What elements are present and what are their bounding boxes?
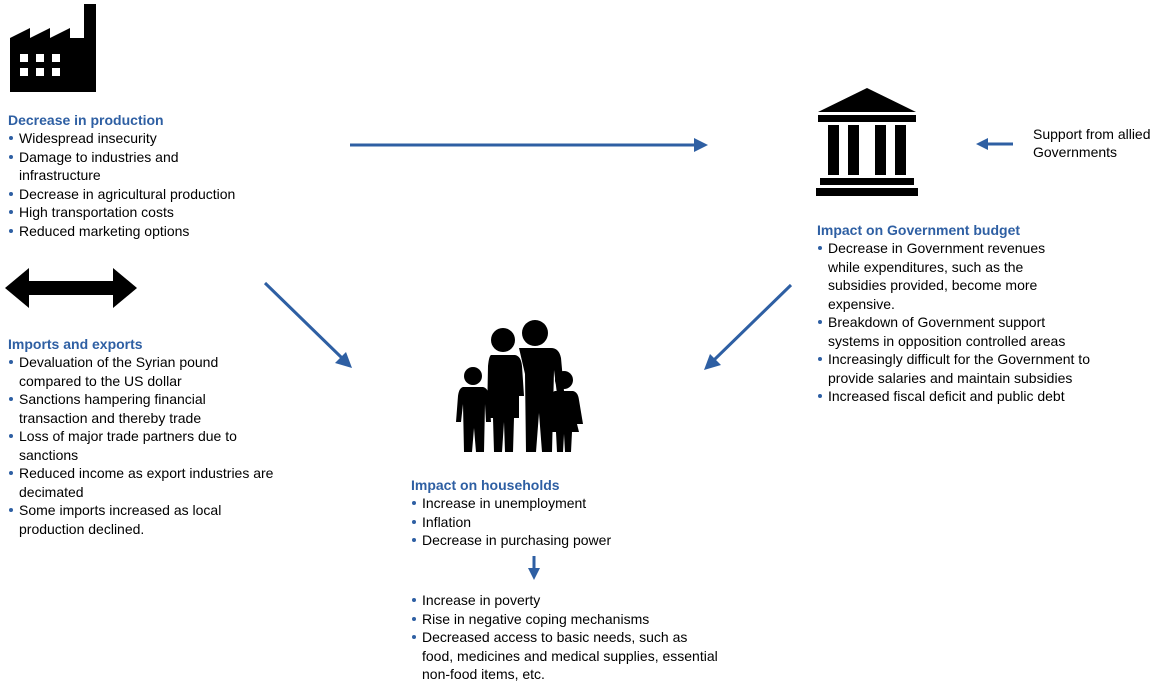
allied-support-text: Support from allied Governments (1033, 126, 1151, 160)
production-block: Decrease in production Widespread insecu… (8, 111, 288, 240)
list-item: Reduced income as export industries are … (8, 464, 294, 501)
households-block: Impact on households Increase in unemplo… (411, 476, 721, 550)
consequences-list: Increase in poverty Rise in negative cop… (411, 591, 721, 684)
list-item: Increase in unemployment (411, 494, 721, 513)
households-to-consequences-arrow (528, 556, 540, 580)
consequences-block: Increase in poverty Rise in negative cop… (411, 591, 721, 684)
allied-support-arrow (976, 138, 1013, 150)
list-item: Decreased access to basic needs, such as… (411, 628, 720, 684)
production-list: Widespread insecurity Damage to industri… (8, 129, 288, 240)
list-item: Decrease in purchasing power (411, 531, 721, 550)
production-to-households-arrow (263, 281, 352, 368)
trade-heading: Imports and exports (8, 336, 143, 352)
list-item: Reduced marketing options (8, 222, 288, 241)
factory-icon (10, 4, 96, 92)
trade-list: Devaluation of the Syrian pound compared… (8, 353, 288, 538)
list-item: Decrease in agricultural production (8, 185, 288, 204)
production-to-government-arrow (350, 138, 708, 152)
production-heading: Decrease in production (8, 112, 164, 128)
list-item: Sanctions hampering financial transactio… (8, 390, 254, 427)
government-list: Decrease in Government revenues while ex… (817, 239, 1107, 406)
list-item: Breakdown of Government support systems … (817, 313, 1073, 350)
list-item: Widespread insecurity (8, 129, 288, 148)
list-item: Damage to industries and infrastructure (8, 148, 194, 185)
government-block: Impact on Government budget Decrease in … (817, 221, 1107, 406)
households-heading: Impact on households (411, 477, 560, 493)
list-item: Some imports increased as local producti… (8, 501, 269, 538)
households-list: Increase in unemployment Inflation Decre… (411, 494, 721, 550)
government-building-icon (816, 88, 918, 196)
list-item: Increasingly difficult for the Governmen… (817, 350, 1090, 387)
list-item: Increased fiscal deficit and public debt (817, 387, 1068, 406)
government-heading: Impact on Government budget (817, 222, 1021, 238)
list-item: Rise in negative coping mechanisms (411, 610, 721, 629)
list-item: Inflation (411, 513, 721, 532)
list-item: Decrease in Government revenues while ex… (817, 239, 1078, 313)
trade-block: Imports and exports Devaluation of the S… (8, 335, 288, 538)
double-headed-arrow-icon (5, 268, 137, 308)
list-item: Devaluation of the Syrian pound compared… (8, 353, 269, 390)
family-icon (456, 320, 583, 452)
list-item: Loss of major trade partners due to sanc… (8, 427, 289, 464)
list-item: High transportation costs (8, 203, 288, 222)
government-to-households-arrow (704, 283, 793, 370)
list-item: Increase in poverty (411, 591, 721, 610)
